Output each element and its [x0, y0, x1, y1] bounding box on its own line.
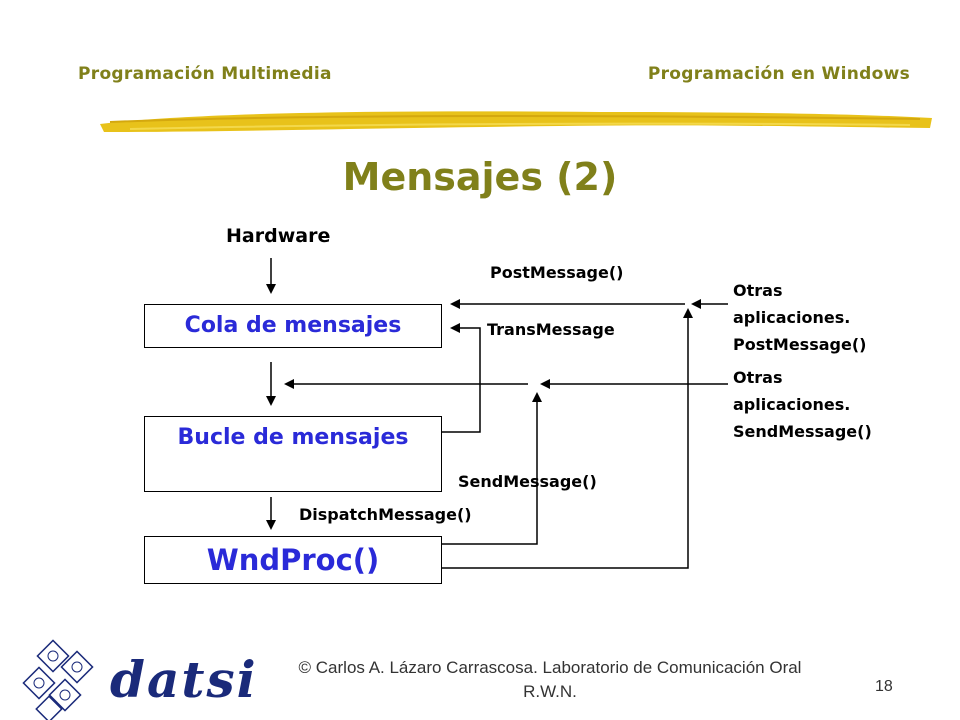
dispatchmessage-label: DispatchMessage() — [299, 505, 472, 524]
sendmessage-label: SendMessage() — [458, 472, 597, 491]
arrow-wndproc-sendmessage — [442, 392, 542, 545]
otras-send-line2: aplicaciones. — [733, 395, 851, 414]
hardware-label: Hardware — [226, 225, 331, 247]
otras-send-line1: Otras — [733, 368, 783, 387]
otras-send-line3: SendMessage() — [733, 422, 872, 441]
otras-aplicaciones-sendmessage: Otras aplicaciones. SendMessage() — [733, 364, 872, 445]
transmessage-label: TransMessage — [487, 320, 615, 339]
footer-copyright: © Carlos A. Lázaro Carrascosa. Laborator… — [250, 656, 850, 704]
page-title: Mensajes (2) — [342, 155, 618, 199]
arrow-transmessage — [442, 323, 481, 433]
footer-line1: © Carlos A. Lázaro Carrascosa. Laborator… — [298, 658, 802, 677]
wndproc-box: WndProc() — [144, 536, 442, 584]
footer-line2: R.W.N. — [523, 682, 577, 701]
datsi-logo-text: datsi — [110, 650, 258, 709]
cola-de-mensajes-label: Cola de mensajes — [184, 313, 402, 338]
bucle-de-mensajes-label: Bucle de mensajes — [177, 425, 409, 450]
otras-aplicaciones-postmessage: Otras aplicaciones. PostMessage() — [733, 277, 866, 358]
header-right-title: Programación en Windows — [647, 64, 910, 84]
bucle-de-mensajes-box: Bucle de mensajes — [144, 416, 442, 492]
postmessage-label: PostMessage() — [490, 263, 624, 282]
arrow-wndproc-postmessage — [442, 308, 693, 569]
otras-post-line3: PostMessage() — [733, 335, 867, 354]
otras-post-line1: Otras — [733, 281, 783, 300]
otras-post-line2: aplicaciones. — [733, 308, 851, 327]
page-number: 18 — [875, 678, 893, 695]
header-left-title: Programación Multimedia — [78, 64, 332, 84]
cola-de-mensajes-box: Cola de mensajes — [144, 304, 442, 348]
wndproc-label: WndProc() — [206, 543, 380, 577]
